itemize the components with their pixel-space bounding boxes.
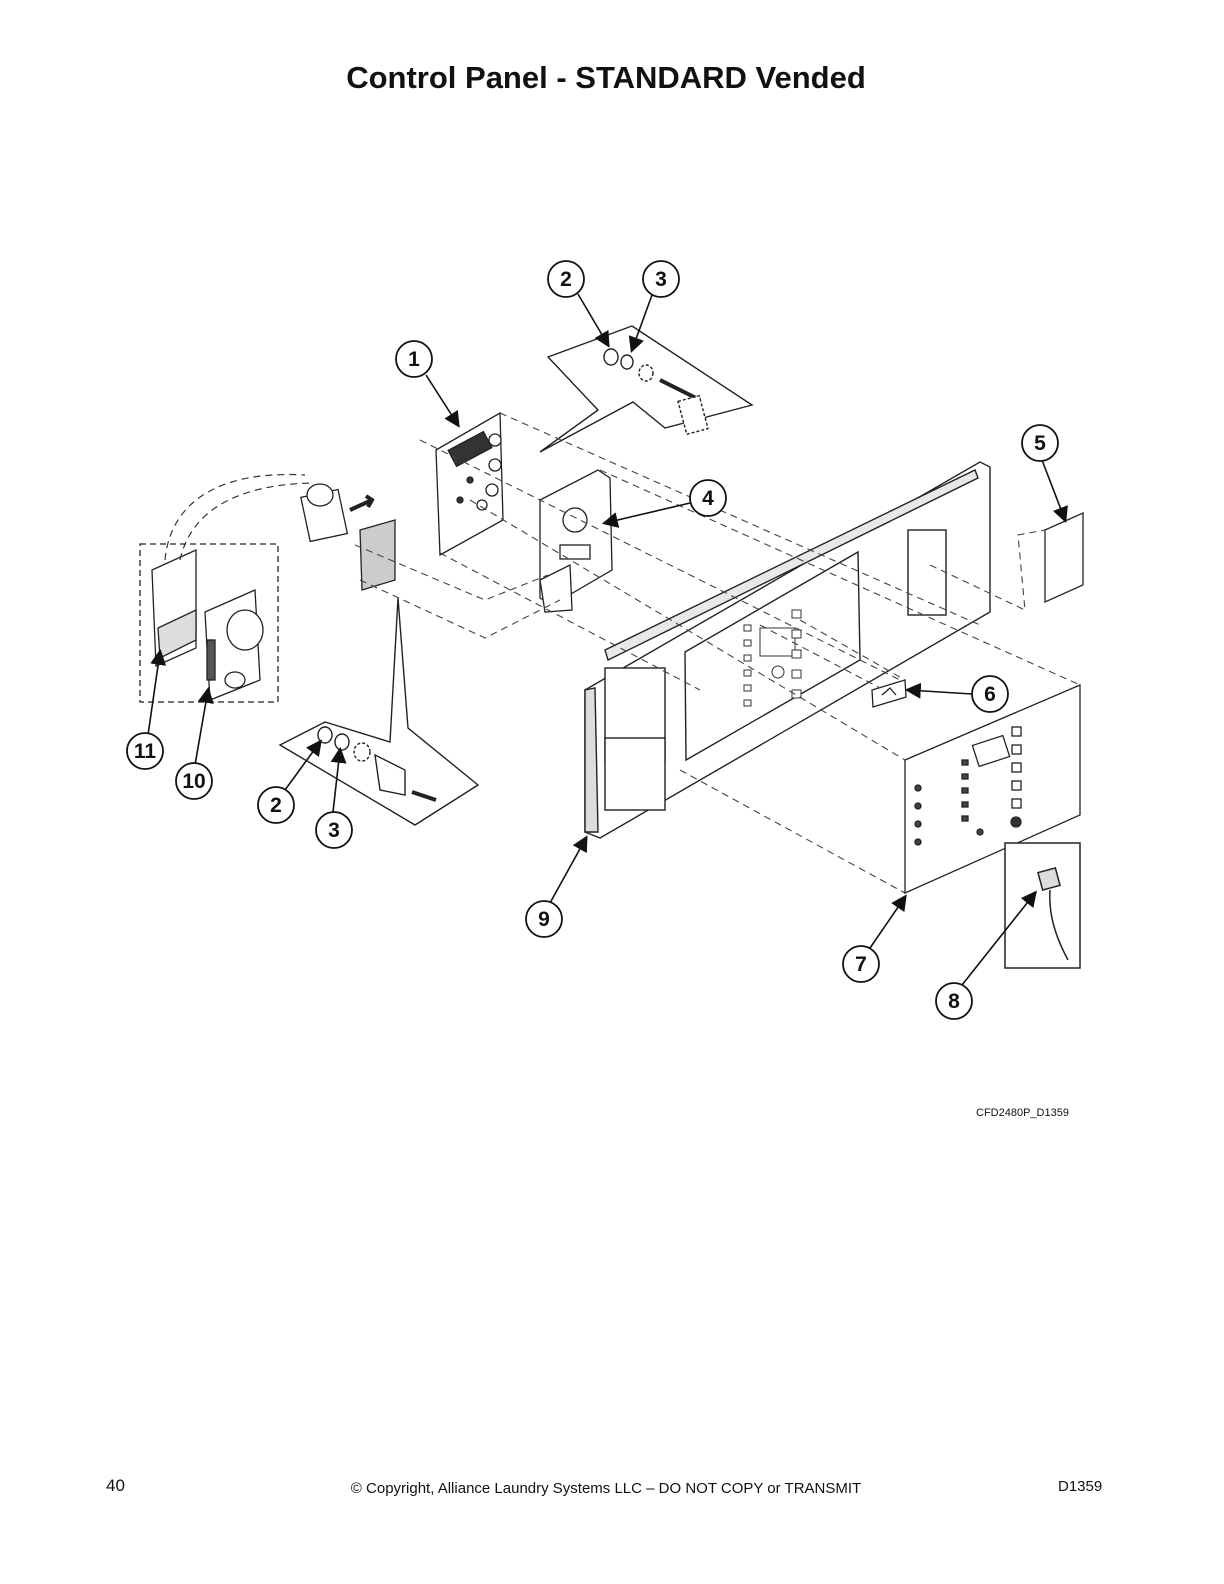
callout-2-upper: 2 <box>547 260 585 298</box>
assembly-dashed-lines <box>354 412 1081 894</box>
usb-connector-inset <box>1004 842 1081 969</box>
svg-text:1: 1 <box>408 348 420 371</box>
membrane-keypad-overlay <box>904 684 1081 895</box>
svg-text:3: 3 <box>328 819 340 842</box>
svg-text:2: 2 <box>560 268 572 291</box>
callout-6: 6 <box>971 675 1009 713</box>
callout-1: 1 <box>395 340 433 378</box>
callout-8: 8 <box>935 982 973 1020</box>
reversed-arrow-path <box>164 473 313 561</box>
hardware-inset-lower <box>278 597 480 826</box>
svg-text:10: 10 <box>182 770 205 793</box>
callout-7: 7 <box>842 945 880 983</box>
control-board <box>435 411 504 557</box>
callout-3-upper: 3 <box>642 260 680 298</box>
lens-part <box>871 679 907 708</box>
label-decal <box>1044 511 1084 604</box>
callout-10: 10 <box>175 762 213 800</box>
callout-4: 4 <box>689 479 727 517</box>
leader-lines <box>147 293 1068 986</box>
callout-9: 9 <box>525 900 563 938</box>
page-title: Control Panel - STANDARD Vended <box>346 60 866 95</box>
copyright-notice: © Copyright, Alliance Laundry Systems LL… <box>350 1480 862 1497</box>
svg-text:4: 4 <box>702 487 714 510</box>
svg-text:11: 11 <box>134 740 157 763</box>
hardware-inset-upper <box>539 325 754 453</box>
svg-text:3: 3 <box>655 268 667 291</box>
svg-text:2: 2 <box>270 794 282 817</box>
coin-acceptor-inset <box>139 543 279 703</box>
svg-text:8: 8 <box>948 990 960 1013</box>
board-mounting-bracket <box>539 469 613 613</box>
document-id: D1359 <box>1058 1478 1103 1495</box>
svg-text:7: 7 <box>855 953 867 976</box>
figure-code: CFD2480P_D1359 <box>976 1107 1069 1119</box>
page-number: 40 <box>106 1476 125 1495</box>
callout-5: 5 <box>1021 424 1059 462</box>
svg-text:9: 9 <box>538 908 550 931</box>
card-reader-module <box>300 483 396 591</box>
callout-11: 11 <box>126 732 164 770</box>
panel-holes <box>743 609 802 707</box>
callout-2-lower: 2 <box>257 786 295 824</box>
svg-text:5: 5 <box>1034 432 1046 455</box>
callout-3-lower: 3 <box>315 811 353 849</box>
svg-text:6: 6 <box>984 683 996 706</box>
callouts: 1 2 3 4 5 6 7 8 9 10 11 2 3 <box>126 260 1059 1020</box>
